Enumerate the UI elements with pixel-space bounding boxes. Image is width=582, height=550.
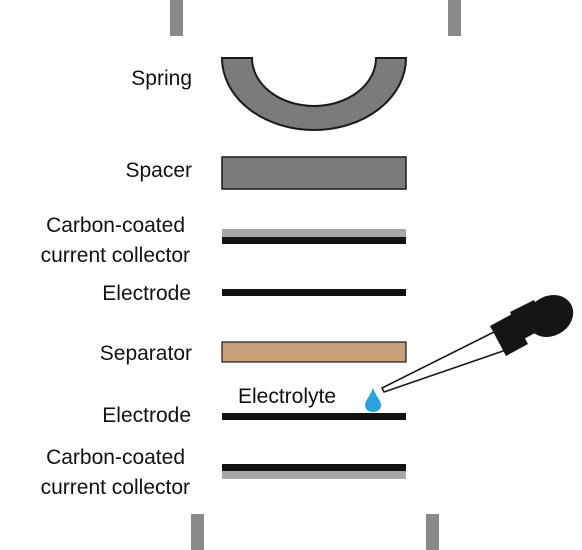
electrode-top — [222, 289, 406, 296]
electrode-top-label: Electrode — [102, 282, 191, 305]
collector-top-label-line2: current collector — [41, 244, 190, 267]
collector-bottom-carbon-layer — [222, 471, 406, 479]
collector-top-foil — [222, 237, 406, 244]
dropper-bulb — [526, 295, 574, 337]
electrolyte-label: Electrolyte — [238, 385, 336, 408]
casing-bottom-right-bar — [426, 514, 439, 550]
spring-label: Spring — [131, 67, 192, 90]
collector-bottom-label-line1: Carbon-coated — [46, 446, 185, 469]
separator-sheet — [221, 341, 407, 363]
separator-label: Separator — [100, 342, 192, 365]
electrolyte-drop-icon — [365, 388, 381, 412]
dropper-collar — [490, 314, 528, 356]
dropper-icon — [381, 295, 574, 393]
electrode-bottom-label: Electrode — [102, 404, 191, 427]
collector-bottom-foil — [222, 464, 406, 471]
collector-bottom-label-line2: current collector — [41, 476, 190, 499]
spring-shape — [220, 57, 408, 131]
spacer-label: Spacer — [125, 159, 192, 182]
electrode-bottom — [222, 413, 406, 420]
casing-top-left-bar — [170, 0, 183, 36]
collector-top-carbon-layer — [222, 229, 406, 237]
casing-bottom-left-bar — [191, 514, 204, 550]
casing-top-right-bar — [448, 0, 461, 36]
collector-top-label-line1: Carbon-coated — [46, 214, 185, 237]
spacer-plate — [221, 156, 407, 190]
